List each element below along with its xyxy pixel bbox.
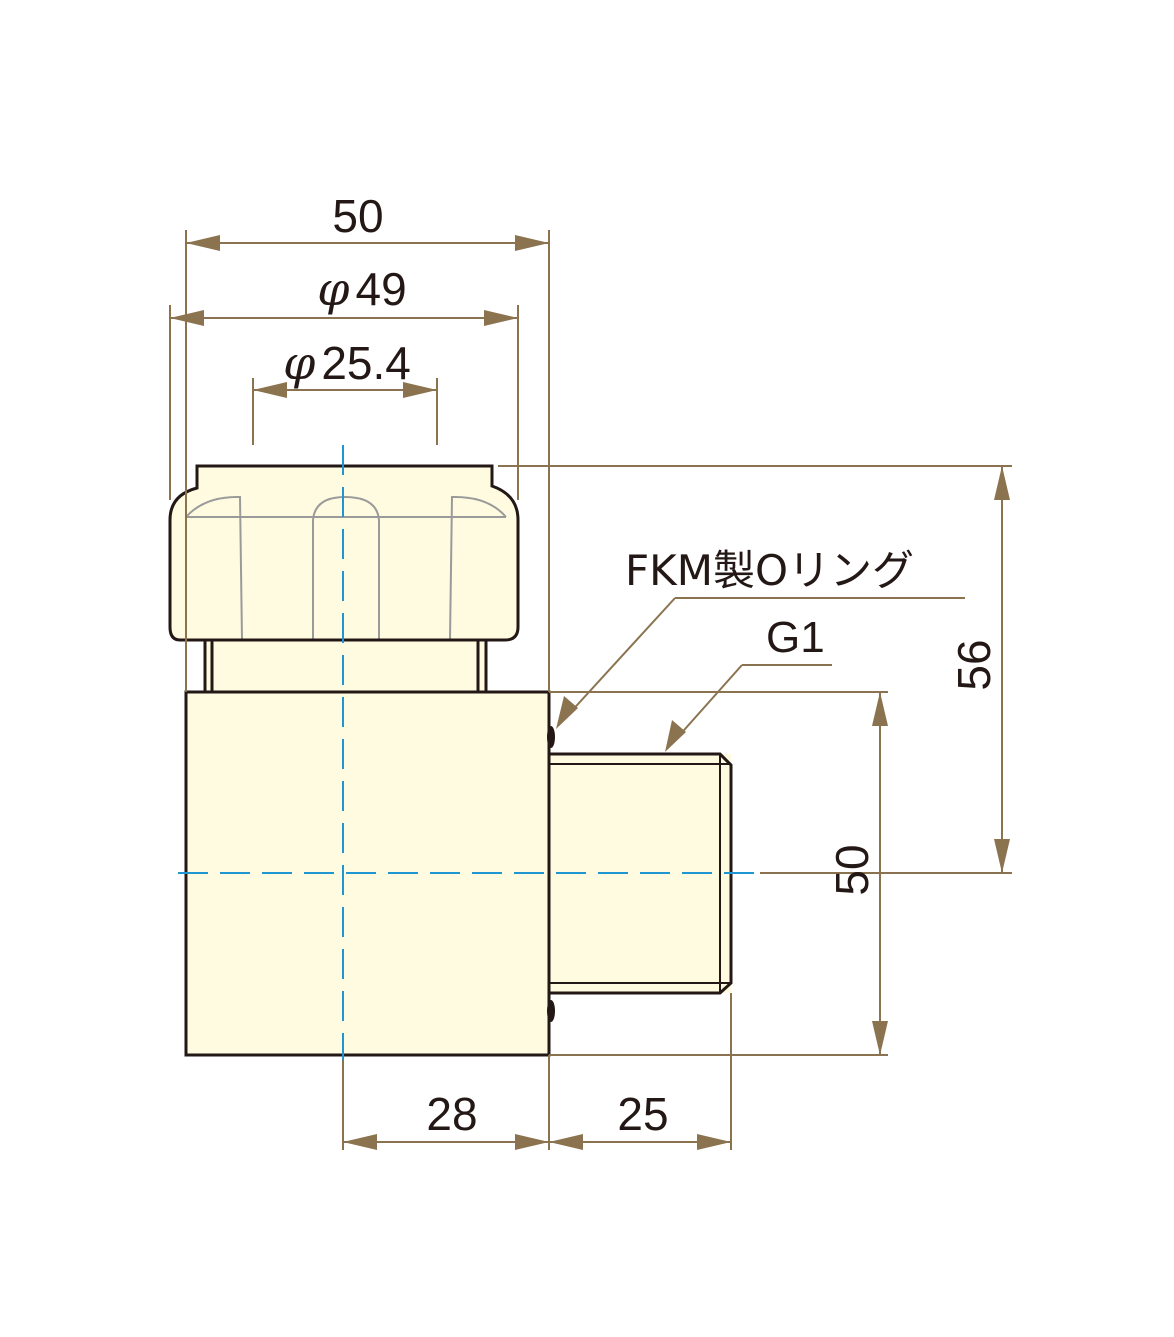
dim-center-to-face: 28 [426, 1088, 477, 1140]
oring-bottom [547, 1000, 555, 1022]
dim-overall-width: 50 [332, 190, 383, 242]
dim-thread-length: 25 [617, 1088, 668, 1140]
dim-body-height: 50 [826, 844, 878, 895]
thread-callout: G1 [766, 613, 825, 662]
nut-outline [168, 464, 520, 642]
oring-callout: FKM製Oリング [625, 546, 914, 595]
center-lines [178, 445, 760, 1080]
dimension-lines [169, 230, 1012, 1150]
neck-fill [205, 640, 486, 692]
dim-total-height: 56 [948, 639, 1000, 690]
oring-top [547, 726, 555, 748]
nut-detail-lines [185, 495, 507, 641]
